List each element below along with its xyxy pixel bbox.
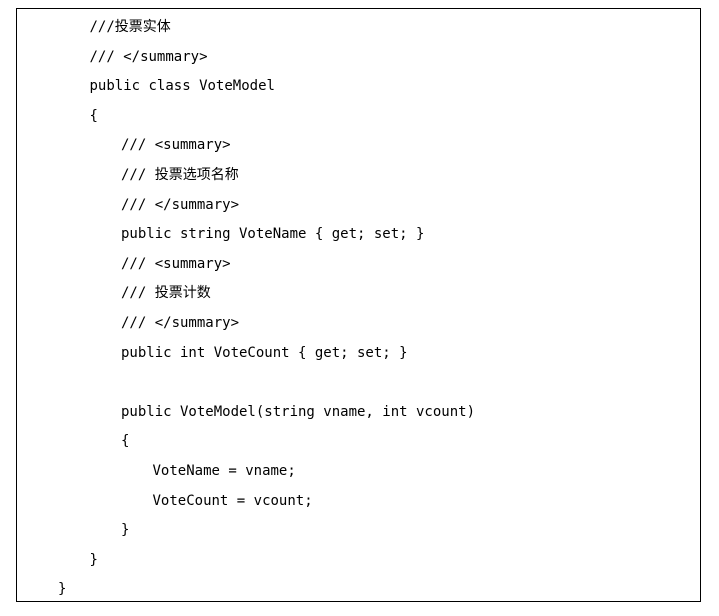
code-line-1: ///投票实体 bbox=[89, 19, 171, 35]
code-line-4: { bbox=[89, 107, 98, 124]
code-line-8: public string VoteName { get; set; } bbox=[121, 226, 425, 243]
code-line-16: VoteName = vname; bbox=[152, 463, 296, 479]
code-line-20: } bbox=[58, 581, 67, 598]
code-line-19: } bbox=[89, 551, 98, 568]
code-line-15: { bbox=[121, 433, 130, 450]
code-line-14: public VoteModel(string vname, int vcoun… bbox=[121, 403, 476, 420]
code-line-11: /// </summary> bbox=[121, 315, 240, 331]
code-line-7: /// </summary> bbox=[121, 196, 240, 213]
code-line-10: /// 投票计数 bbox=[121, 285, 211, 302]
code-line-5: /// <summary> bbox=[121, 137, 231, 154]
code-block: ///投票实体 /// </summary> public class Vote… bbox=[16, 8, 701, 602]
code-line-17: VoteCount = vcount; bbox=[152, 492, 313, 509]
code-line-6: /// 投票选项名称 bbox=[121, 167, 239, 183]
code-line-9: /// <summary> bbox=[121, 255, 231, 272]
code-line-2: /// </summary> bbox=[89, 48, 208, 65]
code-line-3: public class VoteModel bbox=[89, 78, 275, 95]
code-line-18: } bbox=[121, 522, 130, 539]
code-line-12: public int VoteCount { get; set; } bbox=[121, 344, 408, 361]
